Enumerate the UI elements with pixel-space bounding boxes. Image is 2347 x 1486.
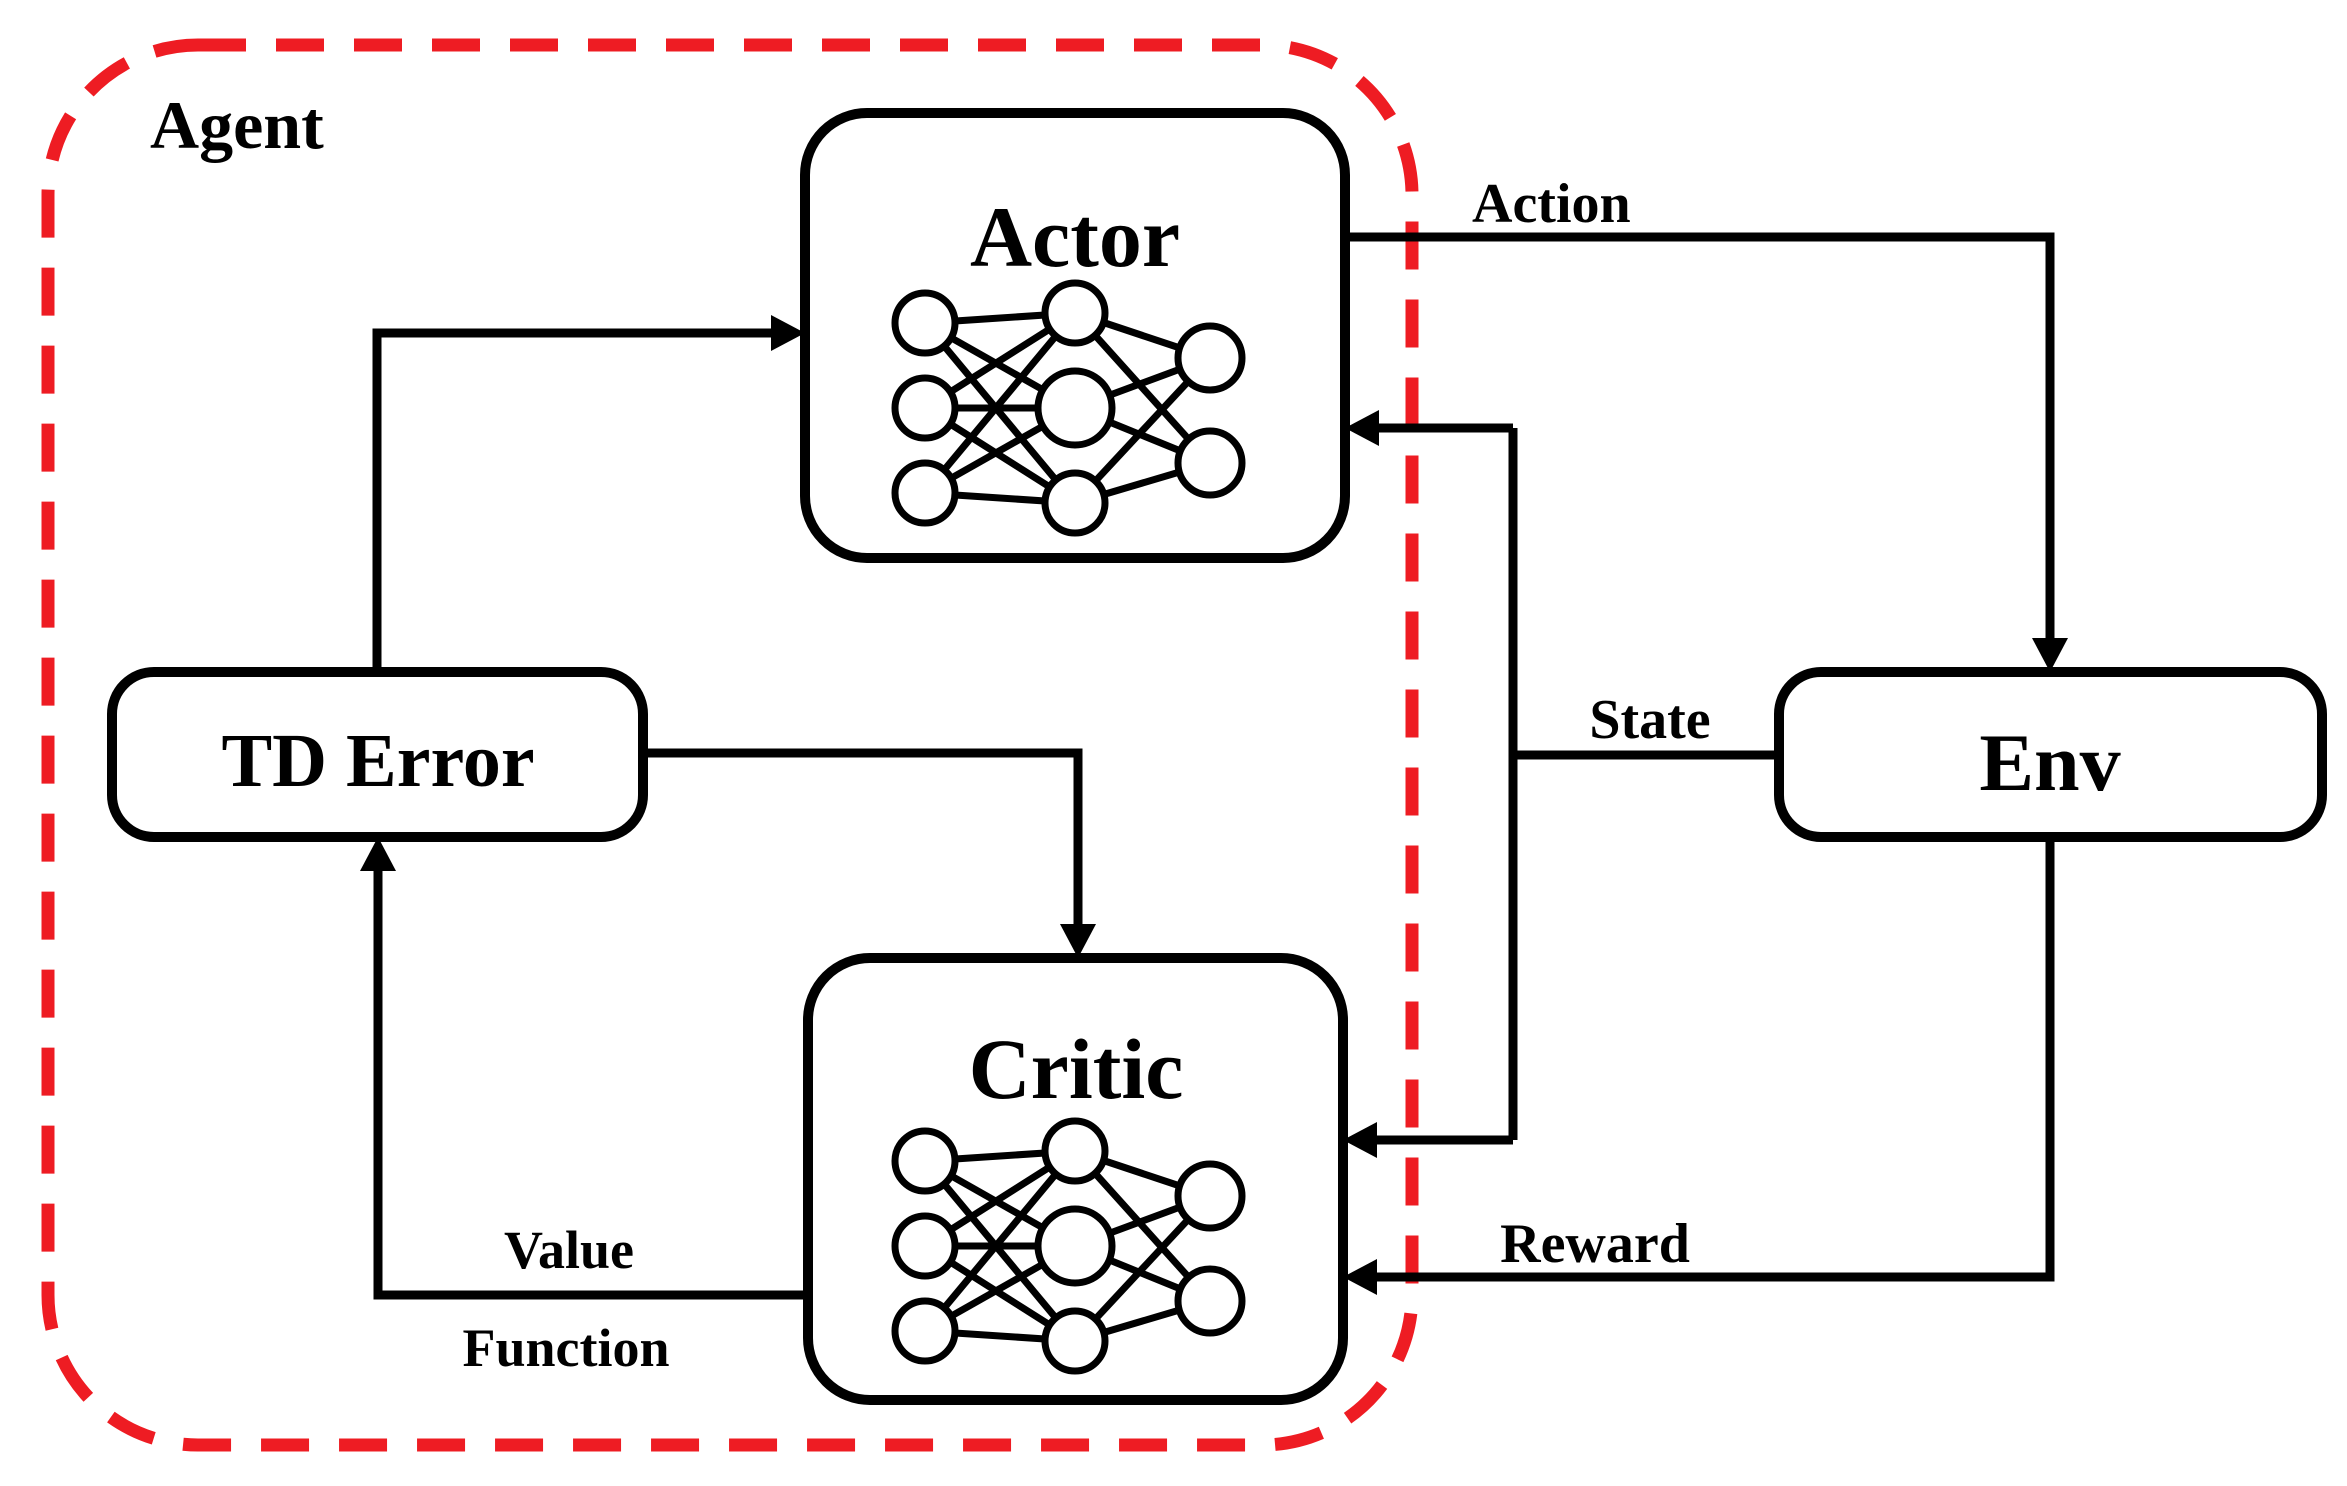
edge-td-error-to-actor	[372, 328, 778, 672]
arrowhead-into-actor-left	[771, 315, 805, 351]
actor-neural-network-icon	[891, 279, 1246, 537]
critic-neural-network-icon	[891, 1117, 1246, 1375]
agent-group-label: Agent	[150, 87, 324, 163]
arrowhead-into-critic-right-reward	[1343, 1259, 1377, 1295]
value-function-label-line2: Function	[462, 1318, 669, 1378]
env-label: Env	[1979, 717, 2120, 808]
reward-edge-label: Reward	[1500, 1213, 1690, 1275]
arrowhead-into-env-top	[2032, 638, 2068, 672]
edge-action	[1345, 232, 2055, 645]
edge-reward	[1370, 837, 2055, 1282]
arrowhead-into-td-error-bottom	[360, 837, 396, 871]
agent-boundary-dashed-rect	[41, 38, 1419, 1452]
env-box	[1774, 667, 2327, 842]
arrowhead-into-actor-right	[1345, 410, 1379, 446]
td-error-box	[107, 667, 648, 842]
edge-value-function	[373, 864, 808, 1300]
value-function-label-line1: Value	[504, 1220, 634, 1280]
critic-label: Critic	[969, 1021, 1184, 1117]
state-edge-label: State	[1589, 689, 1710, 751]
actor-label: Actor	[970, 189, 1180, 285]
action-edge-label: Action	[1472, 173, 1631, 235]
edge-td-error-to-critic	[643, 748, 1083, 932]
td-error-label: TD Error	[221, 719, 534, 803]
arrowhead-into-critic-right-state	[1343, 1122, 1377, 1158]
arrowhead-into-critic-top	[1060, 924, 1096, 958]
